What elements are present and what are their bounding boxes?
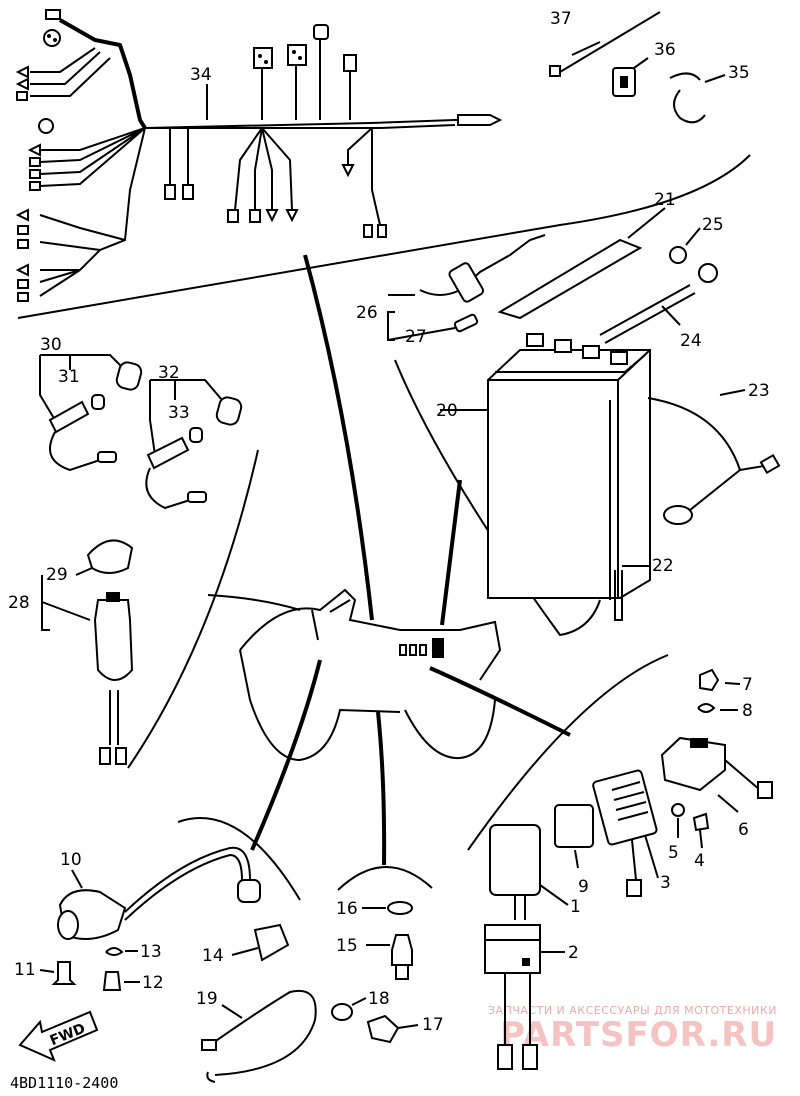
callout-7: 7 [742, 675, 753, 695]
wire-harness-boundary [17, 154, 751, 319]
switch-group: 30 31 32 33 [39, 335, 243, 510]
relay-1 [489, 824, 541, 896]
band-37 [559, 11, 661, 73]
callout-33: 33 [168, 403, 190, 423]
callout-23: 23 [748, 381, 770, 401]
main-switch-group: 29 28 [8, 539, 134, 765]
harness-trunk-upper [59, 18, 147, 130]
left-connectors-lower [15, 118, 54, 302]
bolt-25 [669, 246, 687, 264]
fuse-lead-26 [419, 234, 546, 296]
callout-25: 25 [702, 215, 724, 235]
watermark: ЗАПЧАСТИ И АКСЕССУАРЫ ДЛЯ МОТОТЕХНИКИ PA… [488, 1004, 777, 1055]
wire-harness: 34 [15, 9, 503, 302]
callout-18: 18 [368, 989, 390, 1009]
screw-12 [102, 971, 122, 991]
callout-14: 14 [202, 946, 224, 966]
callout-35: 35 [728, 63, 750, 83]
callout-13: 13 [140, 942, 162, 962]
callout-31: 31 [58, 367, 80, 387]
part-35 [669, 72, 706, 124]
plug-cap-14 [253, 923, 290, 962]
gasket-18 [331, 1003, 353, 1021]
callout-17: 17 [422, 1015, 444, 1035]
clip-13 [105, 947, 124, 956]
relay-boundary [467, 654, 669, 851]
switch-28 [93, 599, 134, 681]
fuse-27 [453, 313, 479, 333]
callout-2: 2 [568, 943, 579, 963]
battery-group: 20 22 23 [436, 333, 781, 621]
callout-20: 20 [436, 401, 458, 421]
callout-28: 28 [8, 593, 30, 613]
clamp-and-strap-group: 37 36 35 [549, 9, 750, 124]
bolt-4 [692, 812, 710, 832]
callout-24: 24 [680, 331, 702, 351]
callout-21: 21 [654, 190, 676, 210]
callout-29: 29 [46, 565, 68, 585]
battery-band-21 [497, 238, 643, 320]
harness-main-line-2 [145, 124, 456, 129]
callout-15: 15 [336, 936, 358, 956]
plug-boundary [337, 866, 433, 891]
washer-8 [697, 703, 716, 713]
callout-30: 30 [40, 335, 62, 355]
motorcycle-outline [207, 254, 571, 866]
nut-7 [699, 668, 720, 692]
callout-26: 26 [356, 303, 378, 323]
sensor-group: 16 15 18 17 [331, 899, 444, 1044]
diagram-code: 4BD1110-2400 [10, 1074, 118, 1092]
callout-12: 12 [142, 973, 164, 993]
spark-plug-15 [391, 934, 413, 966]
harness-end-connectors [164, 24, 503, 238]
watermark-tagline: ЗАПЧАСТИ И АКСЕССУАРЫ ДЛЯ МОТОТЕХНИКИ [488, 1004, 777, 1017]
callout-27: 27 [405, 327, 427, 347]
washer-5 [671, 803, 685, 817]
callout-37: 37 [550, 9, 572, 29]
callout-4: 4 [694, 851, 705, 871]
callout-6: 6 [738, 820, 749, 840]
lead-19 [209, 989, 317, 1076]
ignition-boundary [127, 449, 259, 769]
forward-arrow: FWD [18, 1010, 99, 1062]
watermark-logo: PARTSFOR.RU [500, 1015, 777, 1055]
ignition-coil-group: 10 14 13 11 12 [14, 846, 290, 993]
leader-37 [571, 41, 601, 56]
callout-8: 8 [742, 701, 753, 721]
callout-36: 36 [654, 40, 676, 60]
callout-22: 22 [652, 556, 674, 576]
callout-9: 9 [578, 877, 589, 897]
callout-16: 16 [336, 899, 358, 919]
callout-3: 3 [660, 873, 671, 893]
relay-9 [554, 804, 594, 848]
callout-10: 10 [60, 850, 82, 870]
battery-20 [487, 349, 651, 599]
cable-24 [599, 284, 696, 344]
fuse-holder-26 [448, 262, 485, 303]
lead-19-group: 19 [196, 989, 317, 1083]
callout-5: 5 [668, 843, 679, 863]
coil-boundary [177, 817, 301, 901]
knob-29 [86, 539, 134, 574]
overflow-hose-23 [647, 397, 771, 472]
vent-tube-22 [609, 400, 623, 621]
bracket-2 [484, 924, 541, 974]
callout-32: 32 [158, 363, 180, 383]
callout-11: 11 [14, 960, 36, 980]
switch-17 [366, 1014, 400, 1044]
battery-accessories: 21 25 26 27 24 [356, 190, 724, 351]
callout-1: 1 [570, 897, 581, 917]
starter-relay-6 [660, 736, 726, 792]
relay-group: 7 8 6 3 5 4 9 1 2 [484, 668, 773, 1070]
harness-main-line [144, 119, 500, 129]
callout-19: 19 [196, 989, 218, 1009]
callout-34: 34 [190, 65, 212, 85]
left-connectors-upper [15, 9, 61, 101]
bolt-11 [51, 961, 77, 985]
gasket-16 [387, 901, 413, 915]
